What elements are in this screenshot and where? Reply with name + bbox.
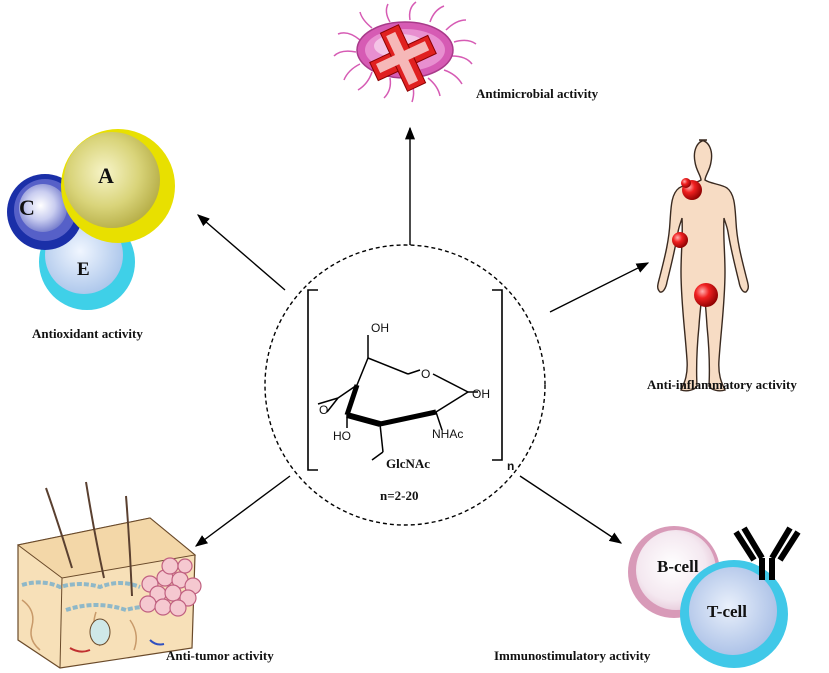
atom-oh-right: OH xyxy=(472,387,490,401)
inflammation-elbow xyxy=(672,232,688,248)
degree-of-polymerization: n=2-20 xyxy=(380,488,418,503)
center-circle xyxy=(264,244,546,526)
arrow-anti-inflammatory xyxy=(549,262,650,313)
immune-cells-icon xyxy=(628,526,801,668)
vitamin-spheres xyxy=(7,129,175,310)
t-cell-label: T-cell xyxy=(707,602,747,621)
atom-nhac: NHAc xyxy=(432,427,463,441)
atom-oh-top: OH xyxy=(371,321,389,335)
vitamin-a-label: A xyxy=(98,163,114,188)
atom-o-ring: O xyxy=(421,367,430,381)
vitamin-c-label: C xyxy=(19,195,35,220)
atom-o-left: O xyxy=(319,403,328,417)
tumor-cluster xyxy=(139,557,202,617)
atom-ho-left: HO xyxy=(333,429,351,443)
left-bracket xyxy=(307,289,318,471)
arrow-antioxidant xyxy=(197,214,286,291)
arrow-immunostimulatory xyxy=(519,475,623,544)
label-anti-tumor: Anti-tumor activity xyxy=(166,648,274,663)
label-antioxidant: Antioxidant activity xyxy=(32,326,143,341)
right-bracket xyxy=(492,289,503,461)
microbe-icon xyxy=(333,1,477,103)
arrows xyxy=(194,126,650,547)
human-body-icon xyxy=(657,139,749,392)
inflammation-knee xyxy=(694,283,718,307)
label-immunostimulatory: Immunostimulatory activity xyxy=(494,648,651,663)
subscript-n: n xyxy=(507,459,514,473)
vitamin-e-label: E xyxy=(77,259,90,280)
glcnac-structure xyxy=(317,335,478,461)
antibody-icon xyxy=(733,526,801,580)
molecule-name: GlcNAc xyxy=(386,456,430,471)
b-cell-label: B-cell xyxy=(657,557,699,576)
label-antimicrobial: Antimicrobial activity xyxy=(476,86,599,101)
skin-tumor-icon xyxy=(16,481,202,669)
label-anti-inflammatory: Anti-inflammatory activity xyxy=(647,377,797,392)
arrow-anti-tumor xyxy=(194,475,291,547)
